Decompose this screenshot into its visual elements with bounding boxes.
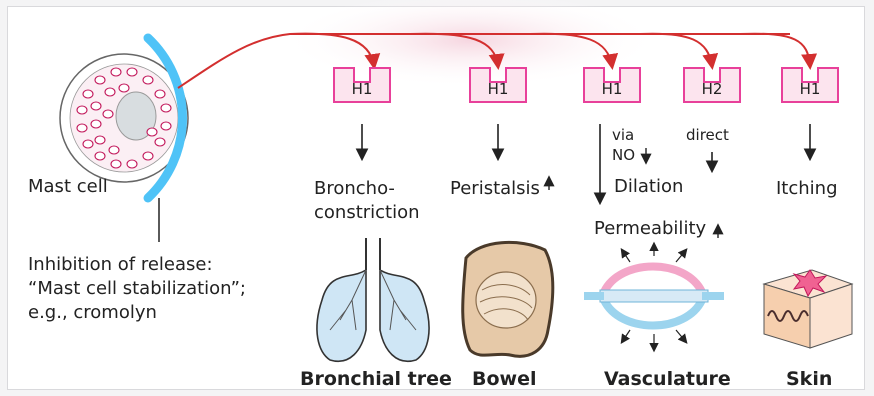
bowel-illustration xyxy=(463,242,553,356)
effect-permeability: Permeability xyxy=(594,218,706,240)
bronchial-tree-illustration xyxy=(317,238,429,361)
organ-vasculature: Vasculature xyxy=(604,368,731,390)
skin-illustration xyxy=(764,270,852,348)
via-label: via xyxy=(612,126,634,144)
organ-bronchial-tree: Bronchial tree xyxy=(300,368,452,390)
organ-skin: Skin xyxy=(786,368,832,390)
effect-peristalsis: Peristalsis xyxy=(450,178,540,200)
effect-bronchoconstriction-2: constriction xyxy=(314,202,420,224)
receptor-label: H1 xyxy=(332,80,392,98)
effect-itching: Itching xyxy=(776,178,838,200)
inhibition-line-2: “Mast cell stabilization”; xyxy=(28,278,246,300)
receptor-h1-vessels: H1 xyxy=(582,66,642,104)
receptor-h2-vessels: H2 xyxy=(682,66,742,104)
receptor-label: H1 xyxy=(468,80,528,98)
receptor-h1-skin: H1 xyxy=(780,66,840,104)
receptor-label: H1 xyxy=(582,80,642,98)
effect-dilation: Dilation xyxy=(614,176,683,198)
direct-label: direct xyxy=(686,126,729,144)
effect-arrows xyxy=(362,124,810,202)
inhibition-line-1: Inhibition of release: xyxy=(28,254,213,276)
organ-bowel: Bowel xyxy=(472,368,537,390)
receptor-label: H1 xyxy=(780,80,840,98)
vasculature-illustration xyxy=(584,244,724,350)
mast-cell-label: Mast cell xyxy=(28,176,108,198)
receptor-h1-lungs: H1 xyxy=(332,66,392,104)
no-label: NO xyxy=(612,146,635,164)
receptor-h1-bowel: H1 xyxy=(468,66,528,104)
inhibition-line-3: e.g., cromolyn xyxy=(28,302,157,324)
receptor-label: H2 xyxy=(682,80,742,98)
effect-bronchoconstriction-1: Broncho- xyxy=(314,178,395,200)
